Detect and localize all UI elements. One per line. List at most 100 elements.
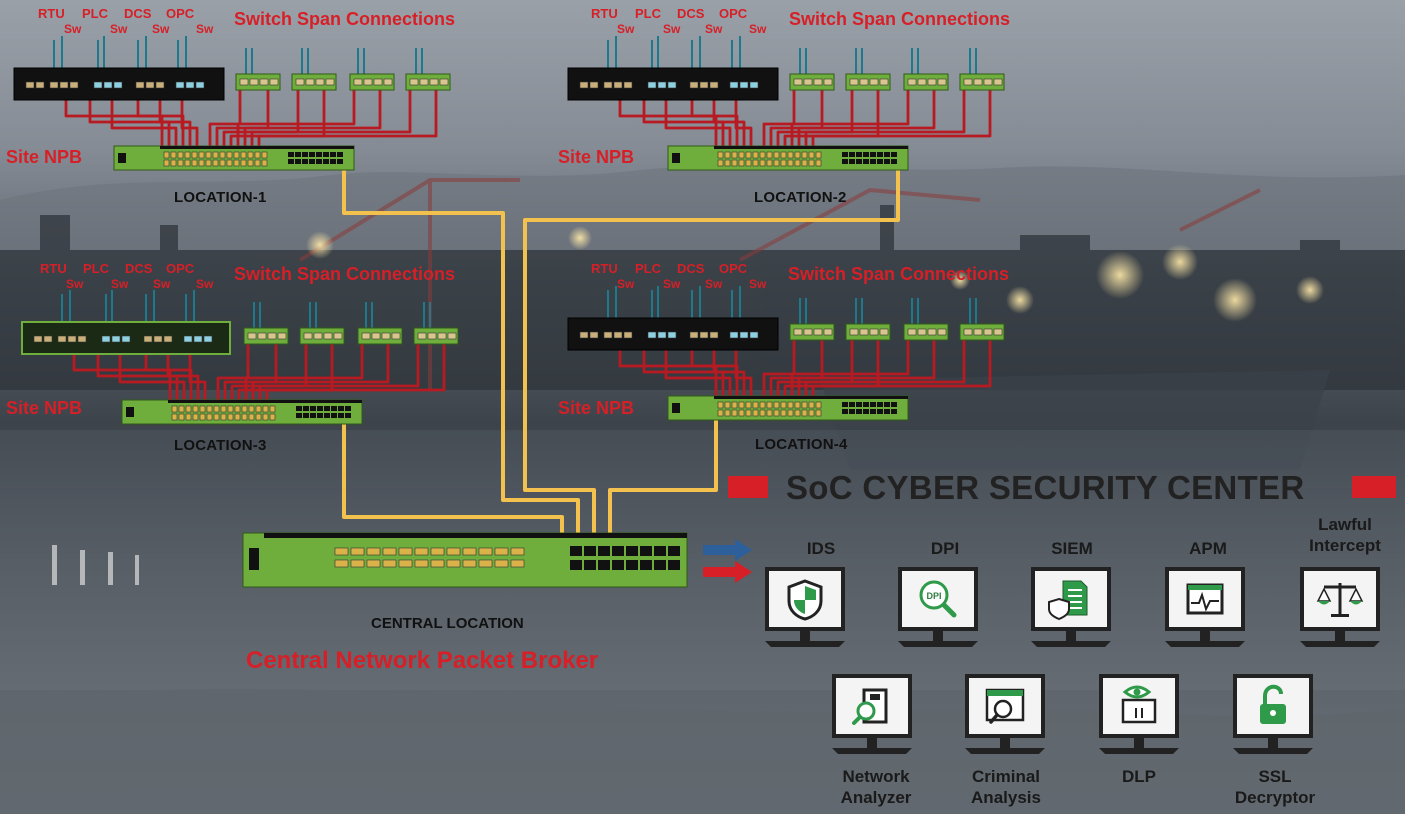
- site-npb-label: Site NPB: [6, 398, 83, 418]
- sfp-port: [668, 546, 680, 556]
- port: [199, 405, 206, 413]
- span-cable: [734, 86, 753, 148]
- power-port: [672, 403, 680, 413]
- sw-label: Sw: [196, 22, 214, 36]
- port: [206, 413, 213, 421]
- monitor-base: [765, 641, 845, 647]
- scales-pan: [1318, 601, 1330, 605]
- port: [729, 331, 739, 339]
- port: [226, 159, 233, 167]
- document-shield-icon: [1048, 580, 1088, 621]
- port: [793, 328, 803, 336]
- unlocked-padlock-monitor: [1233, 674, 1313, 754]
- monitor-screen: [898, 567, 978, 631]
- sfp-port: [849, 152, 855, 157]
- monitor-neck: [1134, 738, 1144, 748]
- sfp-port: [296, 406, 302, 411]
- monitor-neck: [1268, 738, 1278, 748]
- span-cable: [166, 340, 200, 402]
- port: [745, 159, 752, 167]
- port: [178, 405, 185, 413]
- opc-label: OPC: [719, 6, 748, 21]
- port: [59, 81, 69, 89]
- port: [724, 409, 731, 417]
- sfp-port: [640, 546, 652, 556]
- span-cable: [215, 86, 270, 148]
- port: [185, 81, 195, 89]
- port: [780, 159, 787, 167]
- span-cable: [158, 86, 192, 148]
- site-npb-label: Site NPB: [558, 398, 635, 418]
- span-cable: [811, 336, 992, 398]
- eye-box-icon: [1121, 685, 1157, 724]
- window-magnifier-icon: [985, 688, 1025, 724]
- port: [813, 328, 823, 336]
- sfp-port: [654, 546, 666, 556]
- port: [963, 78, 973, 86]
- port: [391, 332, 401, 340]
- port: [262, 413, 269, 421]
- port: [446, 559, 461, 568]
- port: [815, 151, 822, 159]
- port: [780, 401, 787, 409]
- red-arrow-icon: [703, 561, 752, 583]
- mini-screen-bar: [1188, 585, 1222, 590]
- port: [801, 151, 808, 159]
- sfp-port: [856, 152, 862, 157]
- mini-window-bar: [987, 690, 1023, 696]
- port: [430, 547, 445, 556]
- sfp-port: [309, 159, 315, 164]
- analyzer-magnifier-icon: [852, 688, 888, 725]
- sw-label: Sw: [705, 22, 723, 36]
- port: [249, 78, 259, 86]
- npb-top-rail: [168, 400, 362, 403]
- port: [794, 409, 801, 417]
- span-cable: [230, 340, 308, 402]
- port: [446, 547, 461, 556]
- port: [382, 547, 397, 556]
- sfp-port: [884, 402, 890, 407]
- central-npb-rail: [264, 533, 687, 538]
- sw-label: Sw: [110, 22, 128, 36]
- port: [801, 159, 808, 167]
- padlock-shackle: [1263, 684, 1283, 704]
- port: [313, 332, 323, 340]
- port: [333, 332, 343, 340]
- document-line: [1068, 589, 1082, 591]
- monitor-neck: [1066, 631, 1076, 641]
- port: [43, 335, 53, 343]
- location-cluster: [567, 286, 1005, 421]
- monitor-screen: [965, 674, 1045, 738]
- port: [203, 335, 213, 343]
- tool-label-ssl-decryptor: SSL Decryptor: [1234, 767, 1316, 807]
- sfp-port: [288, 152, 294, 157]
- span-connections-title: Switch Span Connections: [234, 9, 456, 29]
- magnifier-handle: [941, 602, 957, 618]
- port: [198, 159, 205, 167]
- port: [815, 159, 822, 167]
- port: [717, 409, 724, 417]
- magnifier-handle: [989, 713, 999, 724]
- port: [766, 159, 773, 167]
- port: [315, 78, 325, 86]
- port: [745, 151, 752, 159]
- power-port: [126, 407, 134, 417]
- document-line: [1068, 607, 1082, 609]
- port: [366, 547, 381, 556]
- port: [135, 81, 145, 89]
- npb-top-rail: [714, 146, 908, 149]
- port: [184, 159, 191, 167]
- sfp-port: [626, 560, 638, 570]
- port: [262, 405, 269, 413]
- port: [808, 159, 815, 167]
- port: [184, 151, 191, 159]
- sfp-port: [338, 413, 344, 418]
- monitor-screen: [1300, 567, 1380, 631]
- port: [823, 78, 833, 86]
- port: [869, 78, 879, 86]
- port: [494, 559, 509, 568]
- scales-pan: [1350, 601, 1362, 605]
- monitor-base: [1300, 641, 1380, 647]
- port: [163, 159, 170, 167]
- port: [199, 413, 206, 421]
